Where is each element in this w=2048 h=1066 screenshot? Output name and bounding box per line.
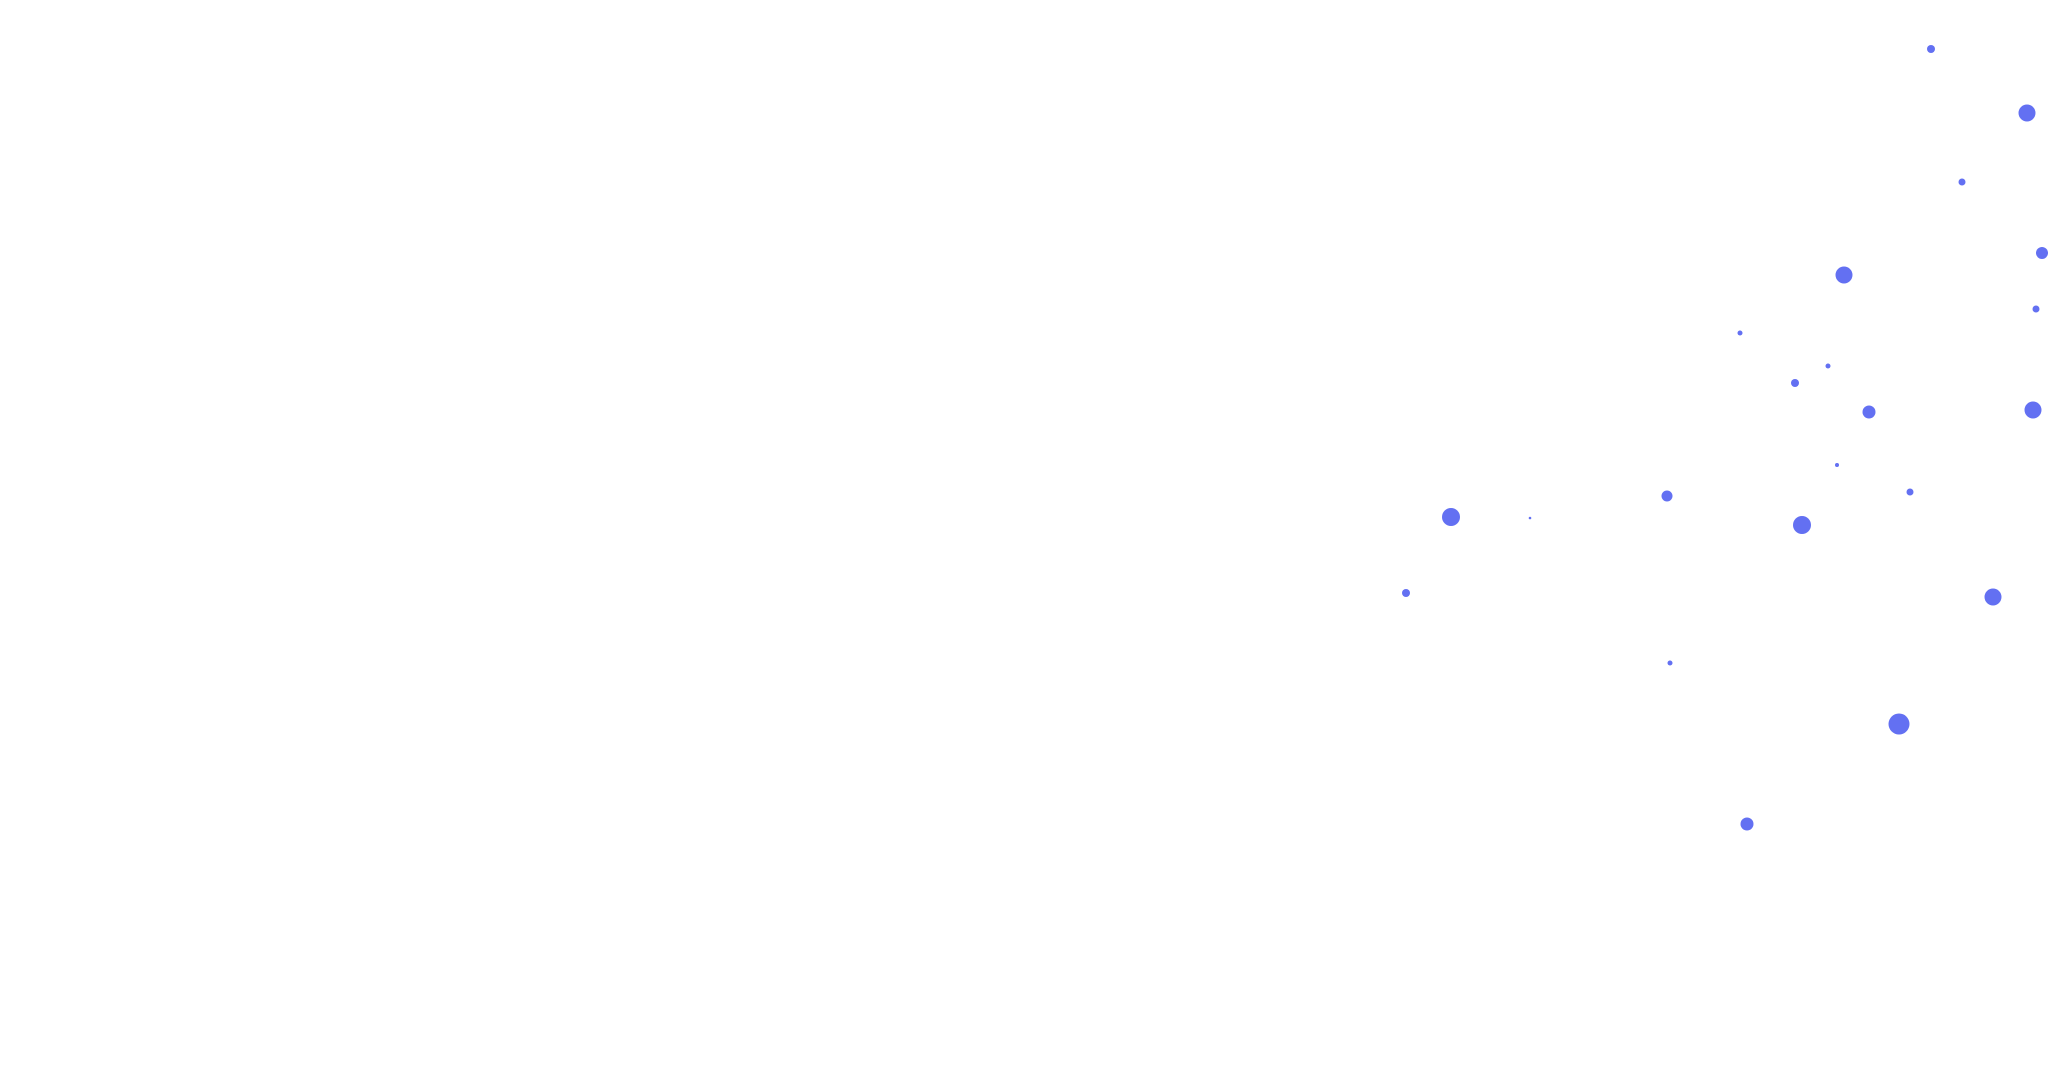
particle-dot <box>2018 104 2036 122</box>
particle-dot <box>1737 330 1743 336</box>
particle-dot <box>1528 516 1532 520</box>
particle-dot <box>1927 45 1935 53</box>
particle-dot <box>1661 490 1673 502</box>
particle-dot <box>1442 508 1460 526</box>
particle-dot <box>1835 463 1839 467</box>
particle-dot <box>1984 588 2002 606</box>
particle-dot <box>1825 363 1831 369</box>
particle-dot <box>1958 178 1966 186</box>
particle-dot <box>1888 713 1910 735</box>
particle-dot <box>1862 405 1876 419</box>
particle-dots <box>1402 45 2048 831</box>
particle-dot <box>1793 516 1811 534</box>
particle-dot <box>1791 379 1799 387</box>
particle-dot <box>1402 589 1410 597</box>
particle-dot <box>1740 817 1754 831</box>
particle-dot <box>2036 247 2048 259</box>
particle-dot <box>2032 305 2040 313</box>
particle-dot <box>1835 266 1853 284</box>
particle-dot <box>1906 488 1914 496</box>
particle-dot <box>2024 401 2042 419</box>
particle-dot <box>1667 660 1673 666</box>
